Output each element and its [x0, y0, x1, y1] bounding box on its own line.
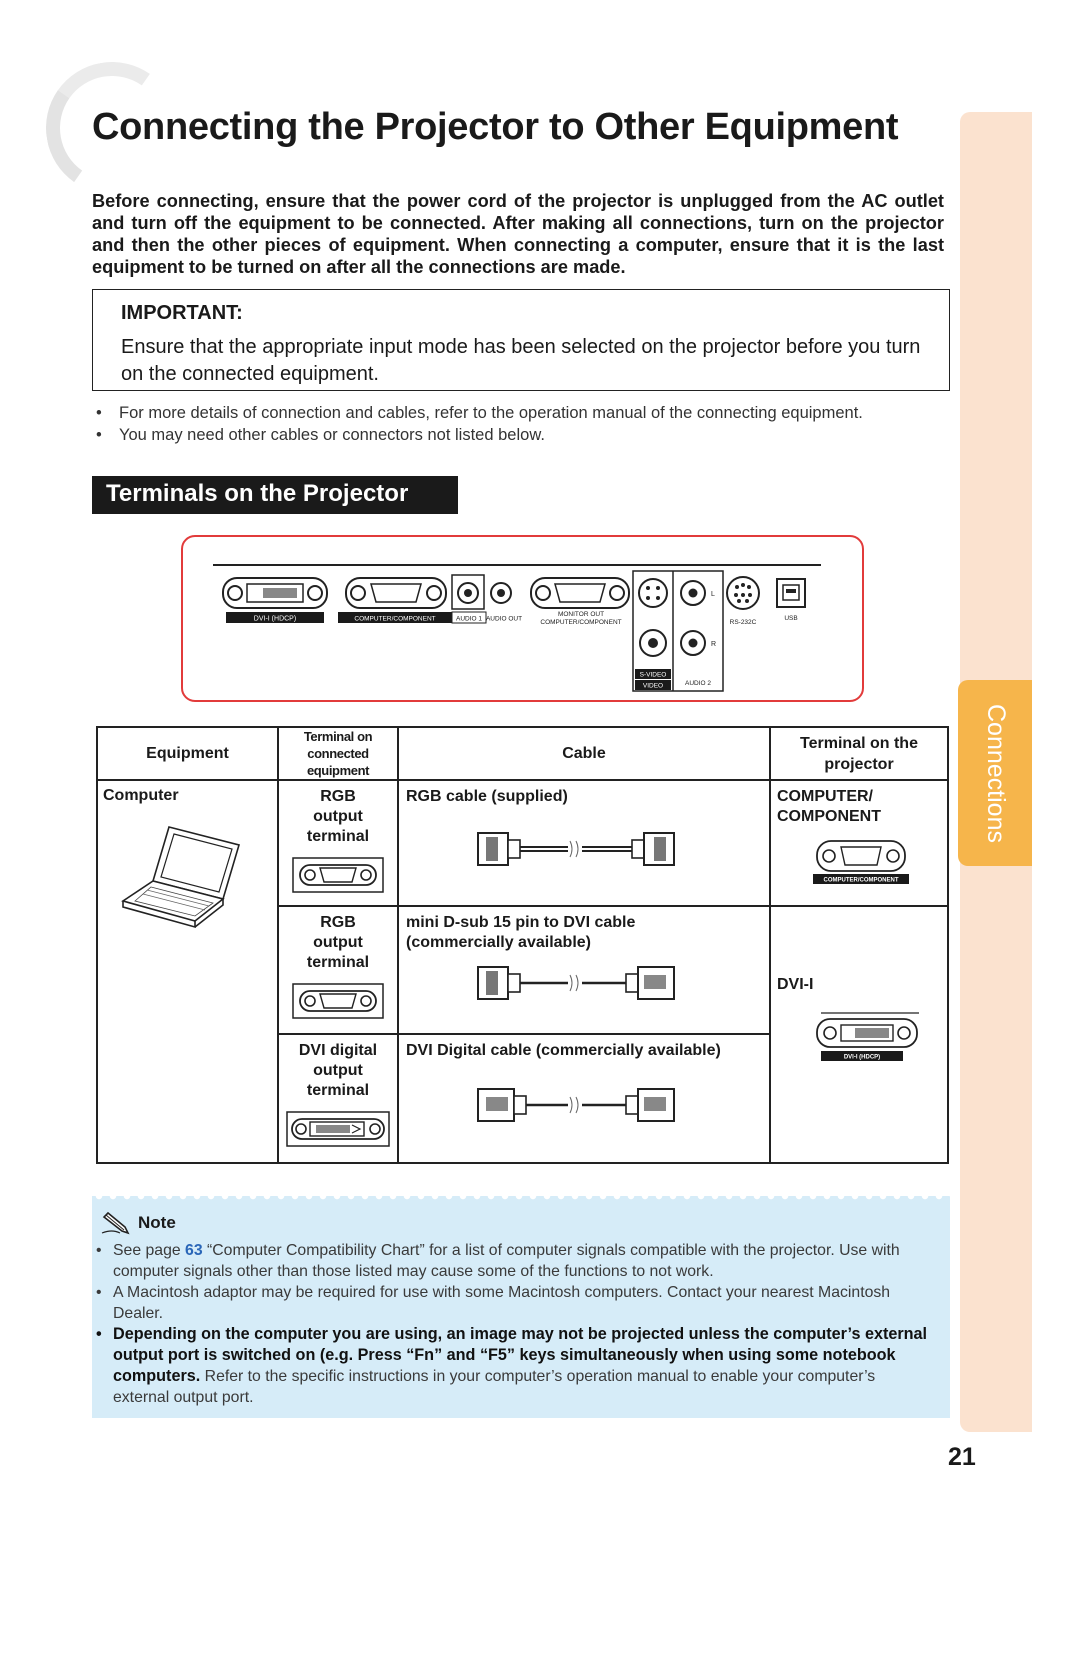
- table-row: DVI digital output terminal DVI Digital …: [97, 1033, 948, 1164]
- projector-terminal-cell: COMPUTER/ COMPONENT COMPUTER/COMPONENT: [769, 779, 949, 907]
- rs232c-label: RS-232C: [730, 619, 757, 626]
- cable-cell: RGB cable (supplied): [397, 779, 771, 907]
- monitor-out-sublabel: COMPUTER/COMPONENT: [540, 619, 621, 626]
- vga-port-icon: [292, 857, 384, 893]
- page-63-link[interactable]: 63: [185, 1242, 203, 1259]
- svideo-label-plate: [635, 669, 671, 679]
- svideo-label: S-VIDEO: [640, 672, 667, 679]
- rs232c-port-icon: [726, 576, 760, 610]
- terminal-cell: RGB output terminal: [277, 779, 399, 907]
- audio2-l-jack-icon: [680, 580, 706, 606]
- cable-availability: (commercially available): [406, 934, 591, 951]
- page-number: 21: [948, 1443, 976, 1471]
- table-row: Computer RGB output terminal: [96, 779, 949, 1164]
- note-heading: Note: [100, 1211, 176, 1235]
- usb-label: USB: [784, 615, 797, 622]
- note-list: • See page 63 “Computer Compatibility Ch…: [96, 1240, 934, 1408]
- note-item: • Depending on the computer you are usin…: [96, 1325, 928, 1406]
- projector-terminal-panel: DVI-I (HDCP) COMPUTER/COMPONENT AUDIO 1 …: [213, 564, 821, 692]
- important-body: Ensure that the appropriate input mode h…: [121, 336, 921, 385]
- computer-port-icon: [345, 577, 447, 609]
- audio2-l-label: L: [711, 591, 715, 598]
- header-equipment: Equipment: [96, 726, 279, 781]
- av-terminal-block: [632, 570, 724, 692]
- usb-port-icon: [776, 578, 806, 608]
- audio2-r-label: R: [711, 641, 716, 648]
- audio1-label: AUDIO 1: [456, 616, 482, 623]
- section-tab: [958, 680, 1032, 866]
- video-label: VIDEO: [643, 683, 663, 690]
- bullet-item: •For more details of connection and cabl…: [96, 404, 863, 422]
- computer-terminal-icon: COMPUTER/COMPONENT: [813, 840, 909, 884]
- audio2-label: AUDIO 2: [685, 680, 711, 687]
- header-terminal-projector: Terminal on the projector: [769, 726, 949, 781]
- rgb-cable-icon: [477, 832, 675, 866]
- video-label-plate: [635, 680, 671, 690]
- dvi-port-icon: [222, 577, 328, 609]
- pencil-icon: [101, 1211, 130, 1235]
- svg-text:DVI-I (HDCP): DVI-I (HDCP): [844, 1055, 880, 1061]
- section-heading: Terminals on the Projector: [92, 476, 458, 514]
- dvi-terminal-icon: DVI-I (HDCP): [816, 1012, 919, 1061]
- dvi-cable-icon: [477, 1088, 675, 1122]
- audio2-r-jack-icon: [680, 630, 706, 656]
- cable-cell: mini D-sub 15 pin to DVI cable (commerci…: [397, 905, 771, 1035]
- audio-out-label: AUDIO OUT: [486, 616, 522, 623]
- note-box: [92, 1196, 950, 1418]
- intro-paragraph: Before connecting, ensure that the power…: [92, 191, 944, 277]
- note-box-dotted-border: [92, 1190, 950, 1202]
- terminal-cell: DVI digital output terminal: [277, 1033, 399, 1164]
- note-item: • See page 63 “Computer Compatibility Ch…: [96, 1242, 900, 1280]
- bullet-item: •You may need other cables or connectors…: [96, 426, 545, 444]
- terminal-cell: RGB output terminal: [277, 905, 399, 1035]
- info-bullets: •For more details of connection and cabl…: [96, 402, 956, 446]
- equipment-cell: Computer: [96, 779, 279, 1164]
- projector-terminal-cell: DVI-I DVI-I (HDCP): [769, 905, 949, 1164]
- dvi-port-icon: [286, 1111, 390, 1147]
- dvi-label-plate: [226, 612, 324, 623]
- video-jack-icon: [639, 629, 667, 657]
- cable-name: mini D-sub 15 pin to DVI cable: [406, 914, 636, 931]
- page-title: Connecting the Projector to Other Equipm…: [92, 106, 899, 148]
- vga-port-icon: [292, 983, 384, 1019]
- note-item: •A Macintosh adaptor may be required for…: [96, 1284, 891, 1322]
- important-heading: IMPORTANT:: [121, 302, 243, 324]
- computer-label: COMPUTER/COMPONENT: [354, 616, 435, 623]
- terminal-panel-frame: [181, 535, 864, 702]
- svg-text:COMPUTER/COMPONENT: COMPUTER/COMPONENT: [824, 878, 899, 884]
- s-video-jack-icon: [638, 578, 668, 608]
- dsub-dvi-cable-icon: [477, 966, 675, 1000]
- cable-name: DVI Digital cable (commercially availabl…: [406, 1042, 721, 1059]
- table-row: RGB output terminal mini D-sub 15 pin to…: [97, 905, 949, 1164]
- audio-out-jack-icon: [490, 582, 512, 604]
- important-box: IMPORTANT: Ensure that the appropriate i…: [92, 289, 950, 391]
- section-tab-label: Connections: [981, 703, 1010, 843]
- dvi-terminal-name: DVI-I: [777, 976, 814, 993]
- laptop-icon: [121, 826, 241, 929]
- computer-label-plate: [338, 612, 452, 623]
- monitor-out-label: MONITOR OUT: [558, 611, 604, 618]
- header-cable: Cable: [397, 726, 771, 781]
- equipment-name: Computer: [103, 787, 179, 804]
- dvi-label: DVI-I (HDCP): [254, 616, 296, 623]
- audio1-label-plate: [451, 611, 487, 624]
- audio1-jack-icon: [451, 574, 485, 610]
- monitor-out-port-icon: [530, 577, 630, 609]
- cable-cell: DVI Digital cable (commercially availabl…: [397, 1033, 771, 1164]
- cable-name: RGB cable (supplied): [406, 788, 568, 805]
